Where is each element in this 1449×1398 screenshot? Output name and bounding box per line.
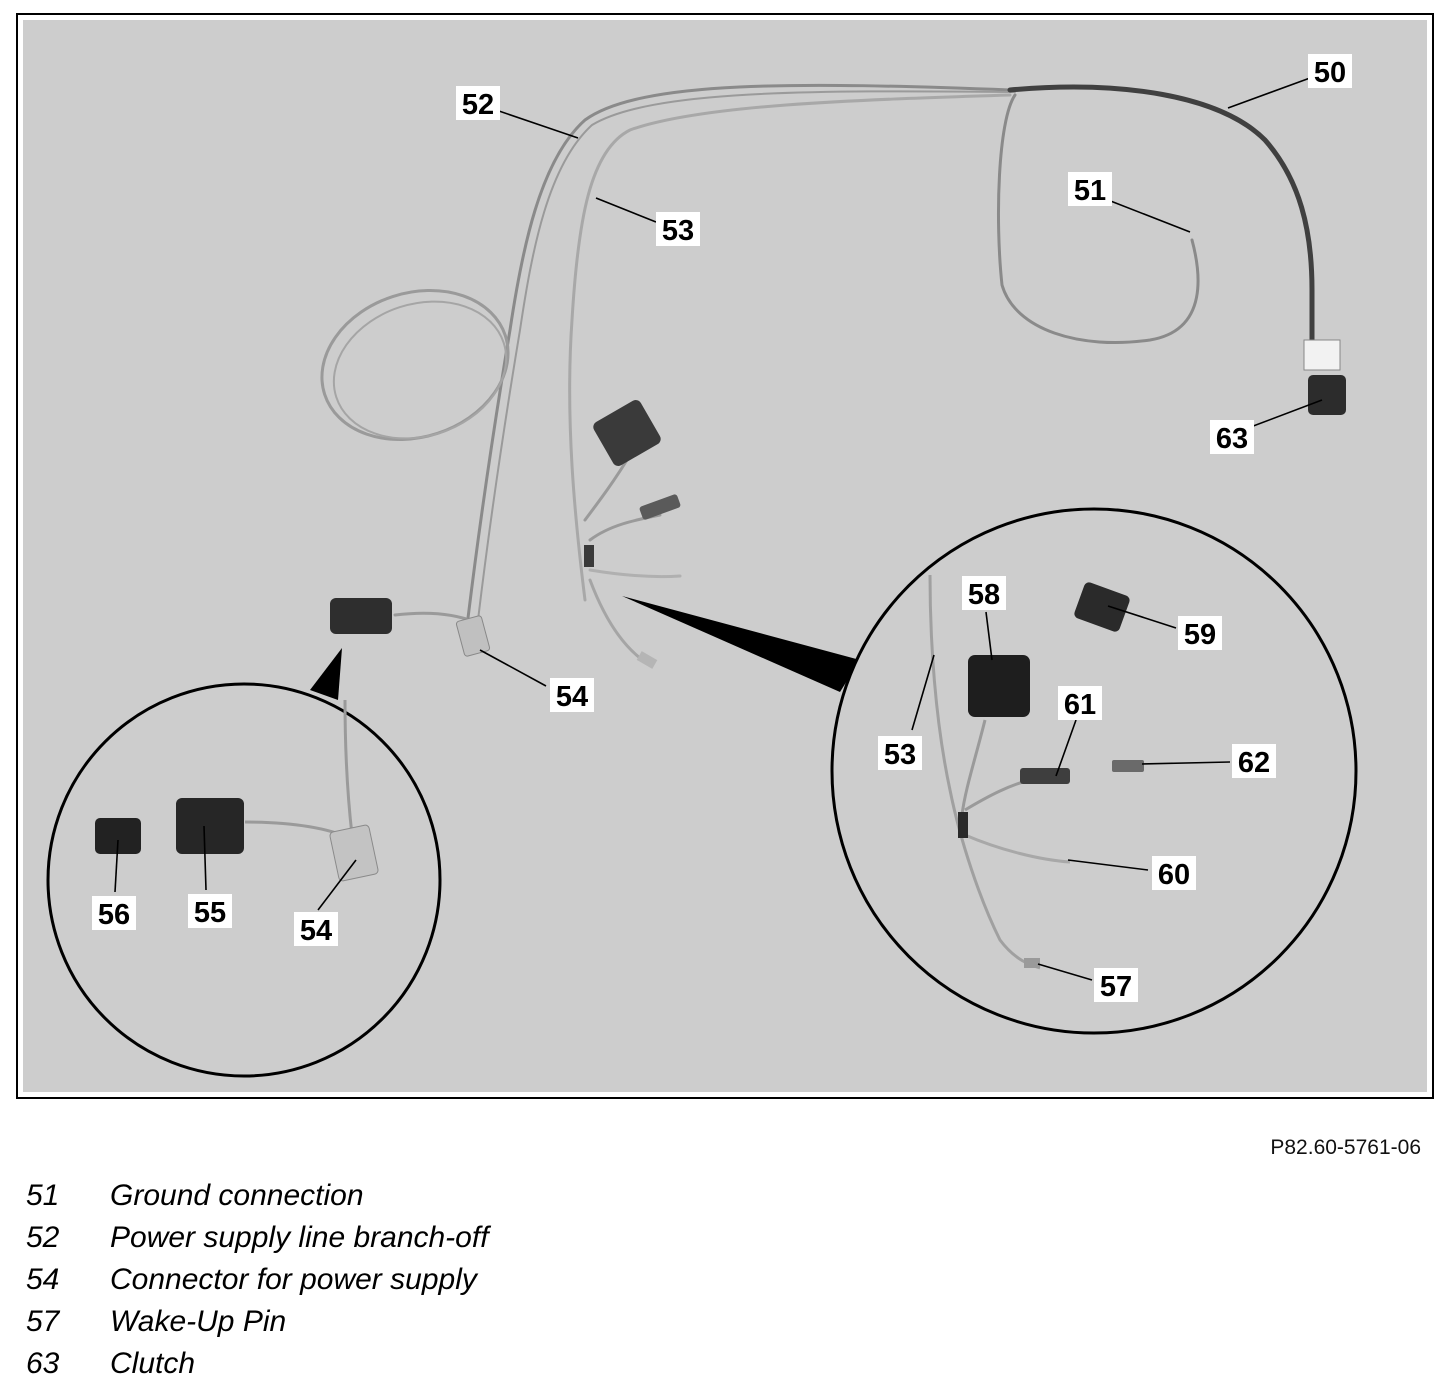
legend-text: Connector for power supply <box>110 1263 477 1296</box>
callout-58: 58 <box>962 576 1006 611</box>
connector-61-main <box>639 494 681 520</box>
legend-item: 54 Connector for power supply <box>26 1259 489 1301</box>
svg-text:53: 53 <box>884 739 916 771</box>
callout-53-detail: 53 <box>878 736 922 771</box>
svg-text:59: 59 <box>1184 619 1216 651</box>
legend-item: 52 Power supply line branch-off <box>26 1217 489 1259</box>
callout-54-detail: 54 <box>294 912 338 947</box>
legend-number: 63 <box>26 1347 60 1380</box>
legend-text: Wake-Up Pin <box>110 1305 287 1338</box>
wiring-harness-illustration: 50 51 52 53 63 54 56 55 54 58 59 61 53 6… <box>23 20 1427 1092</box>
connector-59-detail <box>1074 582 1130 632</box>
legend-text: Ground connection <box>110 1179 364 1212</box>
svg-text:54: 54 <box>556 681 588 713</box>
callout-52: 52 <box>456 86 500 121</box>
svg-text:56: 56 <box>98 899 130 931</box>
callouts: 50 51 52 53 63 54 56 55 54 58 59 61 53 6… <box>92 54 1352 1003</box>
svg-text:57: 57 <box>1100 971 1132 1003</box>
callout-56: 56 <box>92 896 136 931</box>
callout-57: 57 <box>1094 968 1138 1003</box>
svg-text:53: 53 <box>662 215 694 247</box>
svg-text:50: 50 <box>1314 57 1346 89</box>
figure-code: P82.60-5761-06 <box>1270 1136 1421 1159</box>
sleeve-53-detail <box>958 812 968 838</box>
connector-56-detail <box>95 818 141 854</box>
connector-55-main <box>330 598 392 634</box>
main-connectors <box>330 339 1346 669</box>
svg-text:55: 55 <box>194 897 226 929</box>
callout-50: 50 <box>1308 54 1352 89</box>
svg-text:52: 52 <box>462 89 494 121</box>
callout-59: 59 <box>1178 616 1222 651</box>
svg-text:60: 60 <box>1158 859 1190 891</box>
sleeve-53 <box>584 545 594 567</box>
connector-61-detail <box>1020 768 1070 784</box>
callout-62: 62 <box>1232 744 1276 779</box>
connector-54-main <box>455 615 491 657</box>
legend-item: 57 Wake-Up Pin <box>26 1301 489 1343</box>
legend-text: Clutch <box>110 1347 196 1380</box>
legend-text: Power supply line branch-off <box>110 1221 489 1254</box>
svg-text:51: 51 <box>1074 175 1106 207</box>
svg-text:54: 54 <box>300 915 332 947</box>
callout-51: 51 <box>1068 172 1112 207</box>
callout-53: 53 <box>656 212 700 247</box>
connector-63-white <box>1303 339 1341 371</box>
connector-63 <box>1308 375 1346 415</box>
zoom-pointer-left <box>310 648 342 700</box>
svg-text:58: 58 <box>968 579 1000 611</box>
svg-text:62: 62 <box>1238 747 1270 779</box>
zoom-pointer-right <box>622 596 860 692</box>
left-detail-circle <box>46 682 442 1078</box>
callout-63: 63 <box>1210 420 1254 455</box>
legend-number: 51 <box>26 1179 60 1212</box>
svg-text:63: 63 <box>1216 423 1248 455</box>
connector-54-detail <box>329 824 379 882</box>
connector-58-main <box>593 400 661 466</box>
pin-57-detail <box>1024 958 1040 968</box>
callout-60: 60 <box>1152 856 1196 891</box>
legend-item: 51 Ground connection <box>26 1175 489 1217</box>
leader-lines <box>114 77 1323 981</box>
callout-54: 54 <box>550 678 594 713</box>
legend: 51 Ground connection 52 Power supply line … <box>26 1175 489 1385</box>
callout-55: 55 <box>188 894 232 929</box>
connector-58-detail <box>968 655 1030 717</box>
harness-wires <box>320 83 1315 667</box>
connector-62-detail <box>1112 760 1144 772</box>
legend-number: 54 <box>26 1263 60 1296</box>
svg-text:61: 61 <box>1064 689 1096 721</box>
callout-61: 61 <box>1058 686 1102 721</box>
legend-number: 52 <box>26 1221 60 1254</box>
connector-55-detail <box>176 798 244 854</box>
legend-number: 57 <box>26 1305 60 1338</box>
right-detail-circle <box>830 507 1358 1035</box>
pin-57-main <box>636 651 658 669</box>
legend-item: 63 Clutch <box>26 1343 489 1385</box>
